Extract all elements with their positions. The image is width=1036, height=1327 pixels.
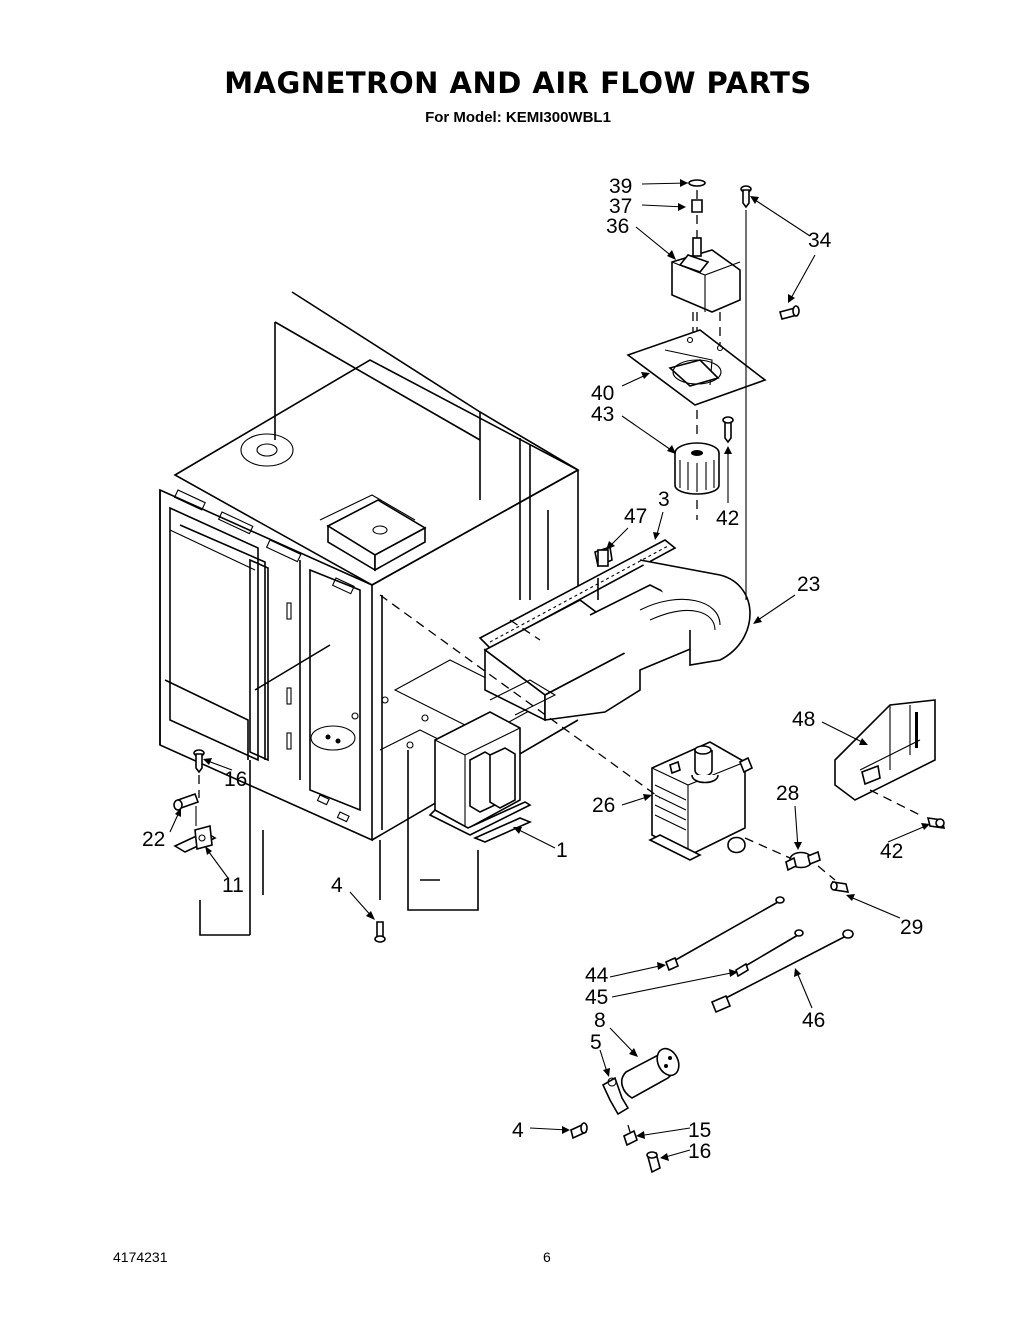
page-title: MAGNETRON AND AIR FLOW PARTS xyxy=(224,66,812,100)
callout-labels: 39 37 36 34 40 43 42 47 3 23 48 16 22 11… xyxy=(142,175,923,1163)
callout-4-top: 4 xyxy=(331,874,343,897)
thermal-protector xyxy=(785,850,850,893)
callout-22: 22 xyxy=(142,828,165,851)
callout-45: 45 xyxy=(585,986,608,1009)
callout-47: 47 xyxy=(624,505,647,528)
callout-42-top: 42 xyxy=(716,507,739,530)
callout-26: 26 xyxy=(592,794,615,817)
callout-46: 46 xyxy=(802,1009,825,1032)
callout-4-bottom: 4 xyxy=(512,1119,524,1142)
callout-40: 40 xyxy=(591,382,614,405)
page-number: 6 xyxy=(543,1249,551,1265)
fan-motor-assembly xyxy=(626,179,800,600)
transformer xyxy=(428,619,557,843)
capacitor-assembly xyxy=(570,1047,680,1174)
callout-39: 39 xyxy=(609,175,632,198)
callout-15: 15 xyxy=(688,1119,711,1142)
callout-34: 34 xyxy=(808,229,832,252)
callout-44: 44 xyxy=(585,964,609,987)
callout-48: 48 xyxy=(792,708,815,731)
fuse-holder-assembly xyxy=(173,749,217,853)
cavity-assembly xyxy=(159,291,580,936)
callout-1: 1 xyxy=(556,839,568,862)
callout-11: 11 xyxy=(222,874,244,897)
air-duct-assembly xyxy=(478,539,751,722)
model-subtitle: For Model: KEMI300WBL1 xyxy=(425,109,611,126)
callout-37: 37 xyxy=(609,195,632,218)
callout-36: 36 xyxy=(606,215,629,238)
cabinet-screw xyxy=(374,921,386,943)
callout-16-bottom: 16 xyxy=(688,1140,711,1163)
magnetron xyxy=(379,594,791,861)
callout-28: 28 xyxy=(776,782,799,805)
document-number: 4174231 xyxy=(113,1249,168,1265)
callout-43: 43 xyxy=(591,403,614,426)
callout-3: 3 xyxy=(658,488,670,511)
callout-42-right: 42 xyxy=(880,840,903,863)
callout-8: 8 xyxy=(594,1009,606,1032)
callout-leaders xyxy=(169,179,930,1161)
callout-29: 29 xyxy=(900,916,923,939)
thermal-bracket xyxy=(834,699,946,829)
callout-5: 5 xyxy=(590,1031,602,1054)
wire-harness xyxy=(664,896,854,1014)
callout-23: 23 xyxy=(797,573,820,596)
callout-16-left: 16 xyxy=(224,768,247,791)
